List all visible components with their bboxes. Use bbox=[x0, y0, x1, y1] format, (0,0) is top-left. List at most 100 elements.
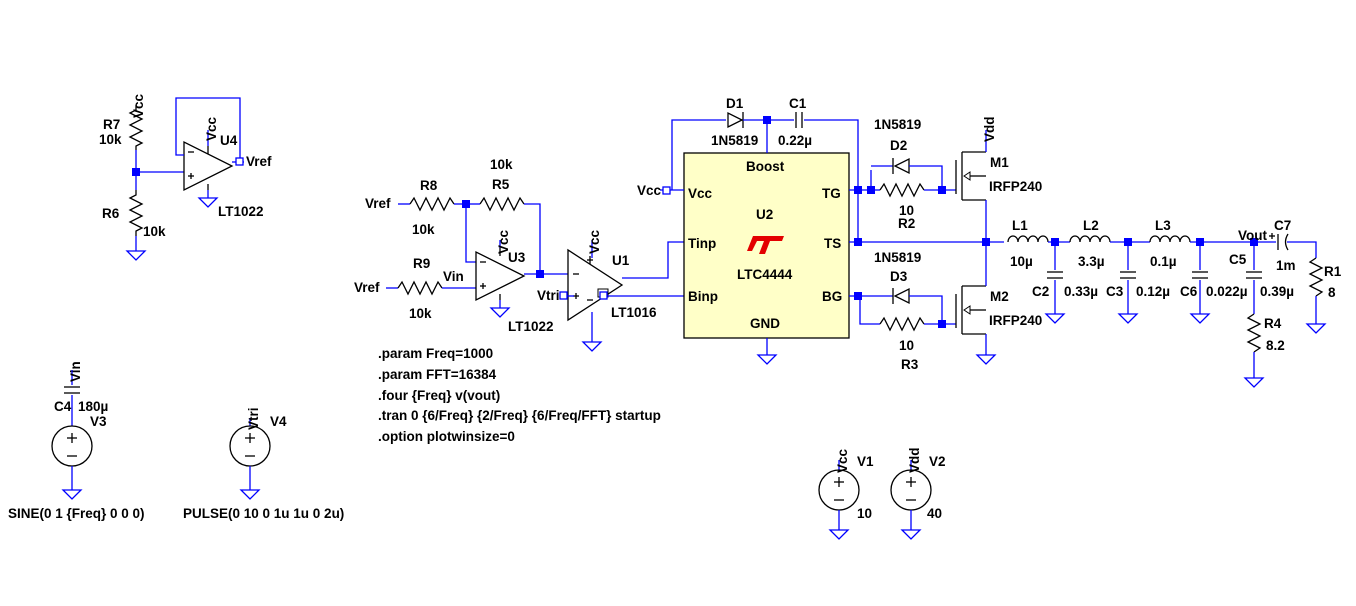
pin-vcc: Vcc bbox=[688, 186, 713, 201]
u4-ref: U4 bbox=[220, 133, 238, 148]
mosfet-m1[interactable] bbox=[955, 151, 986, 201]
pin-gnd: GND bbox=[750, 316, 780, 331]
voltage-source-v2[interactable] bbox=[890, 469, 932, 511]
capacitor-c5[interactable] bbox=[1246, 271, 1262, 279]
resistor-r3[interactable] bbox=[879, 316, 925, 332]
voltage-source-v3[interactable] bbox=[51, 425, 93, 467]
ground-icon bbox=[490, 299, 510, 318]
r3-ref: R3 bbox=[901, 357, 919, 372]
capacitor-c6[interactable] bbox=[1192, 271, 1208, 279]
c5-ref: C5 bbox=[1229, 252, 1247, 267]
diode-d1[interactable] bbox=[727, 111, 744, 129]
v1-value: 10 bbox=[857, 506, 872, 521]
ground-icon bbox=[1045, 305, 1065, 324]
m1-model: IRFP240 bbox=[989, 179, 1042, 194]
net-label-vout: Vout bbox=[1238, 228, 1267, 243]
net-label-vcc: Vcc bbox=[835, 448, 850, 473]
net-label-vin: Vin bbox=[443, 269, 464, 284]
diode-d3[interactable] bbox=[892, 287, 910, 305]
l1-value: 10µ bbox=[1010, 254, 1033, 269]
resistor-r5[interactable] bbox=[479, 196, 525, 212]
resistor-r1[interactable] bbox=[1308, 257, 1324, 297]
d1-ref: D1 bbox=[726, 96, 744, 111]
ground-icon bbox=[1118, 305, 1138, 324]
r7-ref: R7 bbox=[103, 117, 120, 132]
l2-value: 3.3µ bbox=[1078, 254, 1105, 269]
r4-value: 8.2 bbox=[1266, 338, 1285, 353]
capacitor-c4[interactable] bbox=[64, 386, 80, 394]
pin-tinp: Tinp bbox=[688, 236, 716, 251]
net-label-vdd: Vdd bbox=[982, 117, 997, 143]
opamp-u4[interactable] bbox=[183, 140, 234, 192]
resistor-r8[interactable] bbox=[409, 196, 455, 212]
sources-section: Vin C4 180µ V3 SINE(0 1 {Freq} 0 0 0) Vt… bbox=[8, 361, 946, 540]
capacitor-c7[interactable] bbox=[1269, 233, 1289, 251]
ground-icon bbox=[757, 346, 777, 365]
m2-model: IRFP240 bbox=[989, 313, 1042, 328]
u3-model: LT1022 bbox=[508, 319, 554, 334]
r9-ref: R9 bbox=[413, 256, 430, 271]
capacitor-c1[interactable] bbox=[795, 112, 803, 128]
inductor-l3[interactable] bbox=[1149, 235, 1191, 243]
inductor-l2[interactable] bbox=[1069, 235, 1111, 243]
ground-icon bbox=[829, 521, 849, 540]
l3-ref: L3 bbox=[1155, 218, 1171, 233]
v4-ref: V4 bbox=[270, 414, 287, 429]
resistor-r9[interactable] bbox=[397, 280, 443, 296]
d3-ref: D3 bbox=[890, 269, 908, 284]
opamp-u3[interactable] bbox=[475, 248, 526, 302]
ground-icon bbox=[1244, 369, 1264, 388]
u2-model: LTC4444 bbox=[737, 267, 793, 282]
voltage-source-v1[interactable] bbox=[818, 469, 860, 511]
net-label-vcc: Vcc bbox=[204, 116, 219, 141]
ground-icon bbox=[126, 242, 146, 261]
c1-ref: C1 bbox=[789, 96, 807, 111]
c7-ref: C7 bbox=[1274, 218, 1291, 233]
v3-value: SINE(0 1 {Freq} 0 0 0) bbox=[8, 506, 145, 521]
net-label-vcc: Vcc bbox=[587, 229, 602, 254]
ground-icon bbox=[198, 189, 218, 208]
r9-value: 10k bbox=[409, 306, 432, 321]
ground-icon bbox=[240, 481, 260, 500]
c2-ref: C2 bbox=[1032, 284, 1049, 299]
c6-ref: C6 bbox=[1180, 284, 1198, 299]
directive-line: .tran 0 {6/Freq} {2/Freq} {6/Freq/FFT} s… bbox=[378, 408, 661, 423]
output-filter-section: L1 10µ L2 3.3µ L3 0.1µ C2 0.33µ C3 0.12µ… bbox=[1007, 218, 1342, 388]
mosfet-m2[interactable] bbox=[955, 285, 986, 335]
r1-value: 8 bbox=[1328, 285, 1336, 300]
r8-value: 10k bbox=[412, 222, 435, 237]
net-label-vin: Vin bbox=[68, 361, 83, 382]
resistor-r4[interactable] bbox=[1246, 313, 1262, 353]
r5-ref: R5 bbox=[492, 177, 510, 192]
ground-icon bbox=[1306, 315, 1326, 334]
m2-ref: M2 bbox=[990, 289, 1009, 304]
diode-d2[interactable] bbox=[892, 157, 910, 175]
net-label-vcc: Vcc bbox=[131, 93, 146, 118]
inductor-l1[interactable] bbox=[1007, 235, 1049, 243]
directive-line: .param Freq=1000 bbox=[378, 346, 493, 361]
reference-buffer-section: Vcc Vcc R7 10k R6 10k U4 LT1022 Vref bbox=[99, 93, 272, 261]
r3-value: 10 bbox=[899, 338, 914, 353]
resistor-r2[interactable] bbox=[879, 182, 925, 198]
resistor-r7[interactable] bbox=[128, 105, 144, 150]
directive-line: .four {Freq} v(vout) bbox=[378, 388, 500, 403]
voltage-source-v4[interactable] bbox=[229, 425, 271, 467]
r4-ref: R4 bbox=[1264, 316, 1282, 331]
net-label-vdd: Vdd bbox=[907, 448, 922, 474]
comparator-section: Vtri Vcc U1 LT1016 bbox=[537, 229, 684, 352]
capacitor-c3[interactable] bbox=[1120, 271, 1136, 279]
d2-ref: D2 bbox=[890, 138, 907, 153]
capacitor-c2[interactable] bbox=[1047, 271, 1063, 279]
d3-model: 1N5819 bbox=[874, 250, 921, 265]
resistor-r6[interactable] bbox=[128, 190, 144, 236]
v4-value: PULSE(0 10 0 1u 1u 0 2u) bbox=[183, 506, 344, 521]
pin-ts: TS bbox=[824, 236, 841, 251]
l2-ref: L2 bbox=[1083, 218, 1099, 233]
ground-icon bbox=[901, 521, 921, 540]
net-label-vref: Vref bbox=[354, 280, 380, 295]
pin-boost: Boost bbox=[746, 159, 785, 174]
pin-tg: TG bbox=[822, 186, 841, 201]
l3-value: 0.1µ bbox=[1150, 254, 1177, 269]
v1-ref: V1 bbox=[857, 454, 874, 469]
